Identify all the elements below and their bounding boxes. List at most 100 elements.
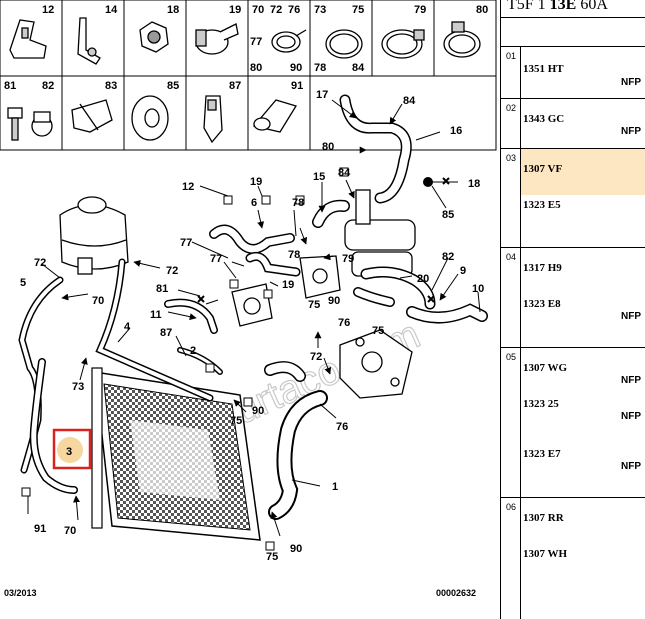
row-highlight (520, 149, 645, 195)
part-note: NFP (621, 126, 641, 137)
callout-label: 1 (332, 481, 338, 493)
water-outlet-housing (339, 329, 413, 399)
thumb-label: 91 (291, 80, 303, 92)
callout-label: 72 (166, 265, 178, 277)
callout-label: 11 (150, 309, 162, 321)
divider (501, 98, 645, 99)
callout-label: 75 (230, 415, 242, 427)
callout-label: 87 (160, 327, 172, 339)
thumb-label: 72 (270, 4, 282, 16)
part-row-selected[interactable]: 03 1307 VF 1323 E5 (501, 149, 645, 248)
divider (520, 348, 521, 498)
clip-markers (21, 167, 349, 551)
thumb-label: 85 (167, 80, 179, 92)
worm-clamp-icon (381, 29, 425, 59)
thumb-label: 14 (105, 4, 118, 16)
divider (501, 17, 645, 18)
fastener-markers (197, 177, 450, 303)
divider (520, 498, 521, 619)
cylinder-head-outlet (231, 283, 273, 327)
callout-label: 73 (72, 381, 84, 393)
clip-bracket-icon (9, 19, 47, 59)
part-note: NFP (621, 375, 641, 386)
part-row[interactable]: 04 1317 H9 1323 E8 NFP (501, 248, 645, 348)
part-code: 1307 WG (523, 362, 568, 374)
callout-label: 90 (252, 405, 264, 417)
diagram-canvas: 12 14 18 19 70 72 76 77 80 90 73 75 78 8… (0, 0, 497, 598)
part-code: 1323 E5 (523, 199, 561, 211)
part-row[interactable]: 01 1351 HT NFP (501, 47, 645, 99)
part-row[interactable]: 06 1307 RR 1307 WH (501, 498, 645, 619)
part-note: NFP (621, 77, 641, 88)
divider (520, 149, 521, 248)
row-number: 04 (506, 252, 517, 262)
divider (501, 497, 645, 498)
header-bold-code: 13E (549, 0, 577, 13)
divider (520, 99, 521, 149)
part-code: 1323 E7 (523, 448, 561, 460)
spring-clamp-icon (271, 29, 307, 53)
band-clamp-icon (325, 29, 363, 59)
part-code: 1323 25 (523, 398, 559, 410)
callout-label: 10 (472, 283, 484, 295)
callout-label: 82 (442, 251, 454, 263)
parts-thumbnail-grid (0, 0, 497, 151)
callout-label: 5 (20, 277, 26, 289)
callout-label: 18 (468, 178, 480, 190)
pipe-clip-icon (77, 17, 101, 65)
callout-label: 72 (310, 351, 322, 363)
callout-label: 2 (190, 345, 196, 357)
callout-label: 78 (292, 197, 304, 209)
callout-label: 12 (182, 181, 194, 193)
callout-label: 77 (180, 237, 192, 249)
header-suffix: 60A (576, 0, 608, 13)
callout-label: 19 (250, 176, 262, 188)
thumb-label: 19 (229, 4, 241, 16)
part-code: 1307 VF (523, 163, 563, 175)
row-number: 03 (506, 153, 517, 163)
double-clip-icon (252, 99, 297, 133)
thumb-label: 83 (105, 80, 117, 92)
thermostat-housing (299, 255, 341, 299)
callout-label: 91 (34, 523, 46, 535)
screw-clamp-icon (443, 21, 481, 58)
hose-clamp-icon (195, 23, 239, 55)
part-code: 1343 GC (523, 113, 565, 125)
part-row[interactable]: 05 1307 WG NFP 1323 25 NFP 1323 E7 NFP (501, 348, 645, 498)
row-number: 06 (506, 502, 517, 512)
divider (501, 46, 645, 47)
callout-label: 15 (313, 171, 325, 183)
divider (520, 248, 521, 348)
callout-label: 19 (282, 279, 294, 291)
callout-label: 6 (251, 197, 257, 209)
thumb-label: 76 (288, 4, 300, 16)
thumb-label: 78 (314, 62, 326, 74)
callout-label: 9 (460, 265, 466, 277)
part-note: NFP (621, 311, 641, 322)
thumb-label: 80 (476, 4, 488, 16)
exploded-parts-diagram: 12 14 18 19 70 72 76 77 80 90 73 75 78 8… (0, 0, 497, 598)
callout-label: 16 (450, 125, 462, 137)
callout-label: 76 (336, 421, 348, 433)
screw-icon (7, 107, 53, 141)
callout-label: 79 (342, 253, 354, 265)
callout-label: 4 (124, 321, 131, 333)
thumb-label: 79 (414, 4, 426, 16)
thumb-label: 70 (252, 4, 264, 16)
callout-label: 20 (417, 273, 429, 285)
washer-icon (131, 95, 169, 141)
divider (501, 148, 645, 149)
thumb-label: 80 (250, 62, 262, 74)
part-row[interactable]: 02 1343 GC NFP (501, 99, 645, 149)
footer-date: 03/2013 (4, 588, 37, 598)
thumb-label: 73 (314, 4, 326, 16)
thumb-label: 87 (229, 80, 241, 92)
part-code: 1351 HT (523, 63, 564, 75)
thumb-label: 75 (352, 4, 364, 16)
callout-label: 84 (338, 167, 351, 179)
hex-nut-icon (139, 21, 169, 53)
row-number: 02 (506, 103, 517, 113)
part-code: 1317 H9 (523, 262, 562, 274)
callout-label: 81 (156, 283, 168, 295)
header-prefix: T5F 1 (507, 0, 550, 13)
